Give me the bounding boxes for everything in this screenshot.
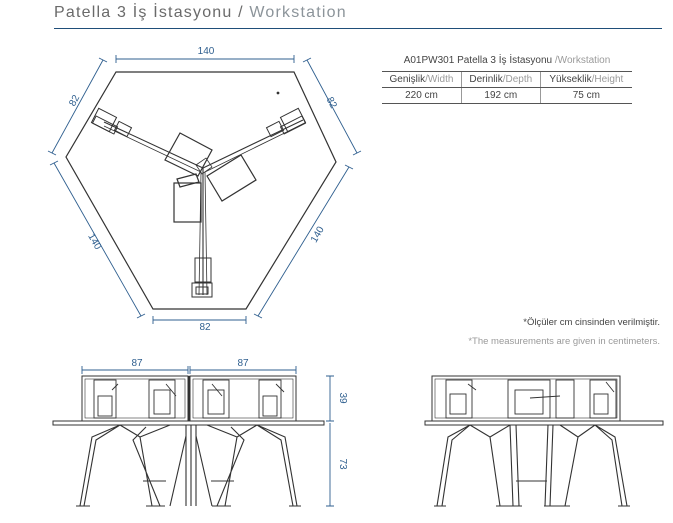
value-depth: 192 cm [460,87,541,104]
header-width: Genişlik/Width [382,71,462,88]
header-height: Yükseklik/Height [539,71,632,88]
spec-table: A01PW301 Patella 3 İş İstasyonu /Worksta… [382,55,632,104]
dim-elev-right: 87 [237,358,249,369]
plan-clamps [90,107,307,298]
dim-plan-upper-right: 82 [324,95,339,110]
value-height: 75 cm [539,87,632,104]
page-title: Patella 3 İş İstasyonu / Workstation [54,4,347,22]
title-rule [54,28,662,29]
dim-plan-bottom: 82 [199,322,211,333]
desk-outline [65,71,337,310]
plan-screen-3 [173,182,202,223]
dimensions-table: Genişlik/Width Derinlik/Depth Yükseklik/… [382,71,632,104]
note-tr: *Ölçüler cm cinsinden verilmiştir. [523,317,660,328]
product-code: A01PW301 Patella 3 İş İstasyonu /Worksta… [403,55,611,66]
header-depth: Derinlik/Depth [460,71,541,88]
dim-table-height: 73 [337,458,348,470]
plan-frame [103,119,304,295]
elevation-dimension-lines [81,366,334,507]
plan-screen-2 [206,154,257,202]
dim-screen-height: 39 [337,392,348,404]
plan-dimension-lines [47,55,362,324]
title-tr: Patella 3 İş İstasyonu / [54,4,250,21]
dim-plan-lower-left: 140 [85,232,103,252]
value-width: 220 cm [382,87,462,104]
dim-elev-left: 87 [131,358,143,369]
dim-plan-top: 140 [198,46,215,57]
front-elevation [52,375,325,507]
side-elevation [424,375,664,507]
plan-view [65,71,337,310]
plan-screen-1 [164,132,213,177]
title-en: Workstation [249,4,347,21]
dim-plan-upper-left: 82 [67,93,82,108]
note-en: *The measurements are given in centimete… [468,336,660,347]
